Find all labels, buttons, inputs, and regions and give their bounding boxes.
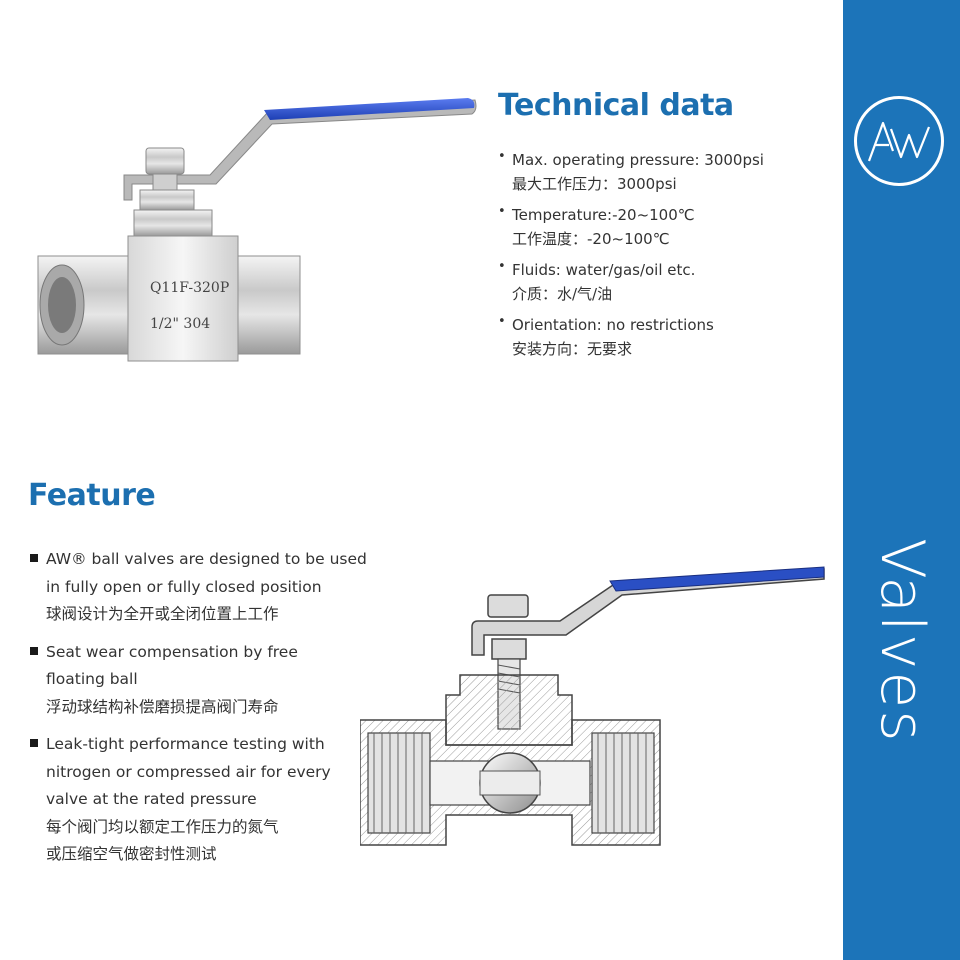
tech-item-temperature: • Temperature:-20~100℃ 工作温度：-20~100℃	[498, 203, 828, 251]
feature-item-seat-wear: Seat wear compensation by free floating …	[28, 639, 373, 722]
tech-item-orientation: • Orientation: no restrictions 安装方向：无要求	[498, 313, 828, 361]
tech-item-zh: 安装方向：无要求	[512, 340, 633, 358]
tech-item-fluids: • Fluids: water/gas/oil etc. 介质：水/气/油	[498, 258, 828, 306]
feature-line: 浮动球结构补偿磨损提高阀门寿命	[46, 697, 279, 716]
tech-item-pressure: • Max. operating pressure: 3000psi 最大工作压…	[498, 148, 828, 196]
feature-line: Leak-tight performance testing with	[46, 735, 325, 753]
tech-item-zh: 工作温度：-20~100℃	[512, 230, 670, 248]
feature-line: 每个阀门均以额定工作压力的氮气	[46, 817, 279, 836]
feature-line: AW® ball valves are designed to be used	[46, 550, 367, 568]
valve-model-marking: Q11F-320P	[150, 280, 229, 296]
square-bullet-icon	[30, 739, 38, 747]
feature-item-position: AW® ball valves are designed to be used …	[28, 546, 373, 629]
feature-line: Seat wear compensation by free	[46, 642, 298, 661]
tech-item-en: Fluids: water/gas/oil etc.	[512, 261, 696, 279]
bullet-icon: •	[498, 259, 506, 274]
valve-size-marking: 1/2" 304	[150, 316, 210, 332]
feature-line: floating ball	[46, 670, 138, 688]
tech-item-en: Temperature:-20~100℃	[512, 206, 695, 224]
square-bullet-icon	[30, 554, 38, 562]
feature-title: Feature	[28, 478, 156, 513]
bullet-icon: •	[498, 314, 506, 329]
brand-sidebar: AW Valves	[843, 0, 960, 960]
feature-line: 或压缩空气做密封性测试	[46, 845, 217, 863]
tech-item-zh: 介质：水/气/油	[512, 285, 613, 303]
vertical-category-title: Valves	[867, 538, 937, 744]
feature-line: valve at the rated pressure	[46, 790, 257, 808]
aw-logo-mark: AW	[857, 99, 931, 162]
technical-data-list: • Max. operating pressure: 3000psi 最大工作压…	[498, 148, 828, 368]
aw-logo-text: AW	[857, 99, 859, 100]
square-bullet-icon	[30, 646, 38, 655]
tech-item-en: Max. operating pressure: 3000psi	[512, 151, 764, 169]
bullet-icon: •	[498, 204, 506, 219]
tech-item-en: Orientation: no restrictions	[512, 316, 714, 334]
ball-valve-photo: Q11F-320P 1/2" 304	[37, 98, 477, 362]
feature-line: in fully open or fully closed position	[46, 577, 322, 596]
feature-list: AW® ball valves are designed to be used …	[28, 546, 373, 879]
feature-line: 球阀设计为全开或全闭位置上工作	[46, 605, 279, 623]
aw-logo: AW	[854, 96, 944, 186]
feature-item-leak-test: Leak-tight performance testing with nitr…	[28, 731, 373, 869]
technical-data-title: Technical data	[498, 88, 734, 123]
tech-item-zh: 最大工作压力：3000psi	[512, 175, 677, 193]
ball-valve-cutaway-illustration	[360, 566, 825, 846]
bullet-icon: •	[498, 149, 506, 164]
feature-line: nitrogen or compressed air for every	[46, 762, 331, 781]
